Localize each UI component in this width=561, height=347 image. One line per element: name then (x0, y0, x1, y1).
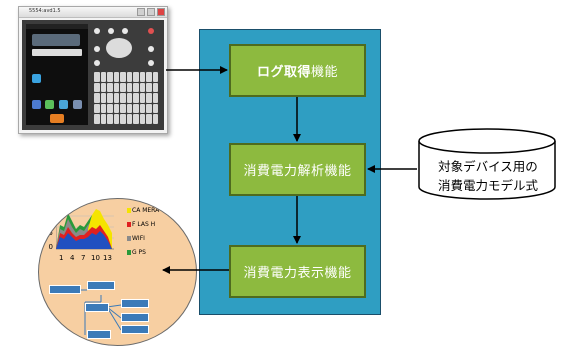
end-call-icon (148, 28, 154, 34)
legend-swatch (127, 222, 131, 227)
search-icon (148, 46, 154, 52)
y-tick-label: 0 (48, 243, 53, 251)
maximize-icon (147, 8, 155, 16)
legend-swatch (127, 208, 131, 213)
legend-swatch (127, 236, 131, 241)
log-acquisition-label-bold: ログ取得 (256, 65, 311, 80)
window-buttons (137, 8, 165, 16)
android-emulator-window: 5554:avd1.5 (18, 6, 168, 134)
home-icon (108, 28, 114, 34)
y-tick-label: 15 (44, 203, 53, 211)
volume-icon (94, 60, 100, 66)
power-display-label: 消費電力表示機能 (243, 266, 352, 281)
x-tick-label: 1 (59, 254, 64, 262)
close-icon (157, 8, 165, 16)
base-area (56, 231, 112, 249)
x-tick-label: 13 (103, 254, 112, 262)
power-model-line1: 対象デバイス用の (438, 159, 538, 174)
power-model-database-icon (418, 128, 556, 200)
tree-node (85, 303, 109, 312)
camera-icon (148, 60, 154, 66)
tree-node (87, 281, 115, 290)
legend-label: WIFI (132, 235, 145, 242)
tree-node (87, 330, 111, 339)
back-icon (94, 46, 100, 52)
y-tick-label: 5 (48, 229, 53, 237)
legend-camera: CA MERA (127, 207, 159, 214)
legend-label: F LAS H (132, 221, 156, 228)
tree-node (121, 313, 149, 322)
unlock-icon (50, 114, 64, 123)
app-icon (59, 100, 68, 109)
power-model-label: 対象デバイス用の 消費電力モデル式 (418, 157, 558, 195)
legend-flash: F LAS H (127, 221, 155, 228)
log-acquisition-label-suffix: 機能 (311, 65, 339, 80)
tree-connectors (81, 289, 122, 335)
legend-wifi: WIFI (127, 235, 145, 242)
tree-node (121, 325, 149, 334)
legend-gps: G PS (127, 249, 146, 256)
power-display-box: 消費電力表示機能 (229, 245, 366, 298)
tree-node (121, 299, 149, 308)
emulator-titlebar: 5554:avd1.5 (19, 7, 167, 18)
x-tick-label: 4 (70, 254, 75, 262)
app-icon (73, 100, 82, 109)
minimize-icon (137, 8, 145, 16)
call-icon (94, 28, 100, 34)
emulator-controls (92, 24, 160, 125)
result-view: 15 10 5 0 1 4 7 10 13 CA MERA F LAS H WI… (38, 198, 197, 346)
legend-label: CA MERA (132, 207, 160, 214)
search-widget (32, 49, 82, 56)
app-icon (45, 100, 54, 109)
power-analysis-box: 消費電力解析機能 (229, 143, 366, 196)
legend-label: G PS (132, 249, 146, 256)
power-area-chart (56, 205, 114, 250)
legend-swatch (127, 250, 131, 255)
tree-node (49, 285, 81, 294)
clock-widget (32, 34, 80, 46)
power-model-line2: 消費電力モデル式 (437, 178, 538, 193)
emulator-screen (26, 24, 88, 125)
x-tick-label: 10 (91, 254, 100, 262)
log-acquisition-box: ログ取得機能 (229, 44, 366, 97)
dpad-icon (106, 38, 132, 58)
y-tick-label: 10 (44, 216, 53, 224)
app-icon (32, 100, 41, 109)
power-analysis-label: 消費電力解析機能 (243, 164, 352, 179)
menu-icon (122, 28, 128, 34)
emulator-body (22, 20, 164, 130)
status-bar (26, 24, 88, 29)
x-tick-label: 7 (81, 254, 86, 262)
app-icon (32, 74, 41, 83)
emulator-title: 5554:avd1.5 (29, 8, 61, 14)
hardware-keyboard (94, 72, 158, 124)
